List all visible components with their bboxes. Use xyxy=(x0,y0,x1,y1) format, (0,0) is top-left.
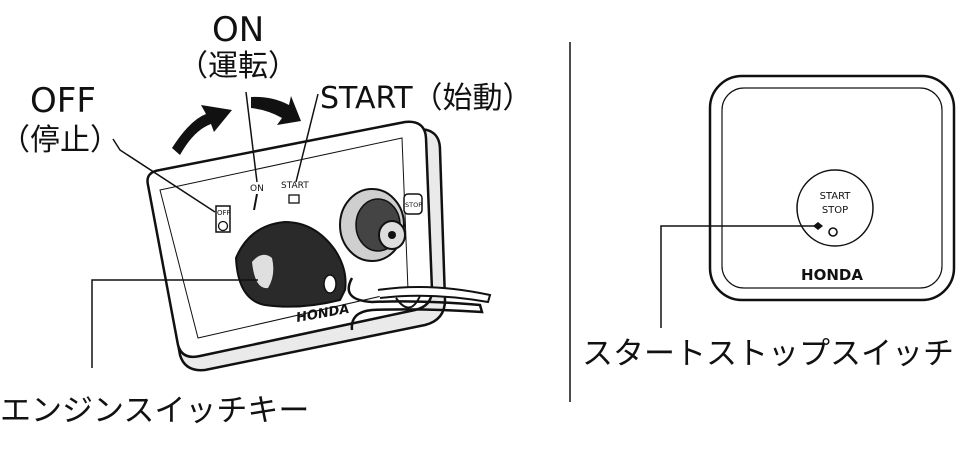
switch-caption: スタートストップスイッチ xyxy=(582,336,954,372)
off-sub-label: （停止） xyxy=(0,123,120,158)
key-leader-line xyxy=(91,279,258,368)
switch-leader-tip xyxy=(813,222,823,230)
on-label: ON xyxy=(212,10,265,50)
start-stop-switch: START STOP HONDA xyxy=(708,74,956,302)
start-label: START（始動） xyxy=(320,81,533,116)
stop-plate xyxy=(403,193,423,215)
stop-button-dot xyxy=(388,231,396,239)
panel-on-mark: ON xyxy=(250,184,264,194)
on-leader-line xyxy=(245,91,258,183)
switch-leader-line xyxy=(660,225,816,328)
switch-start-text: START xyxy=(820,191,852,202)
engine-switch-panel xyxy=(146,120,492,372)
tether-cord xyxy=(347,277,484,331)
switch-brand: HONDA xyxy=(801,266,863,284)
off-position-marker xyxy=(215,205,231,233)
start-leader-line xyxy=(295,93,319,183)
panel-stop-mark: STOP xyxy=(405,201,422,209)
tether-cord-2 xyxy=(377,285,492,304)
off-ring-icon xyxy=(217,220,229,232)
off-label: OFF xyxy=(30,81,96,121)
rotation-arrow-on-start xyxy=(251,96,301,125)
switch-indicator-led xyxy=(828,227,838,237)
panel-start-mark: START xyxy=(281,181,309,191)
key-ring-hole xyxy=(323,274,337,294)
tether-loop xyxy=(395,295,421,309)
start-lock-icon xyxy=(288,194,300,204)
on-sub-label: （運転） xyxy=(178,49,298,84)
on-position-line xyxy=(253,193,258,211)
switch-stop-text: STOP xyxy=(822,205,848,216)
off-leader-line xyxy=(112,138,216,213)
key-caption: エンジンスイッチキー xyxy=(0,393,310,429)
panel-off-mark: OFF xyxy=(217,209,231,217)
rotation-arrow-off-on xyxy=(172,105,232,155)
